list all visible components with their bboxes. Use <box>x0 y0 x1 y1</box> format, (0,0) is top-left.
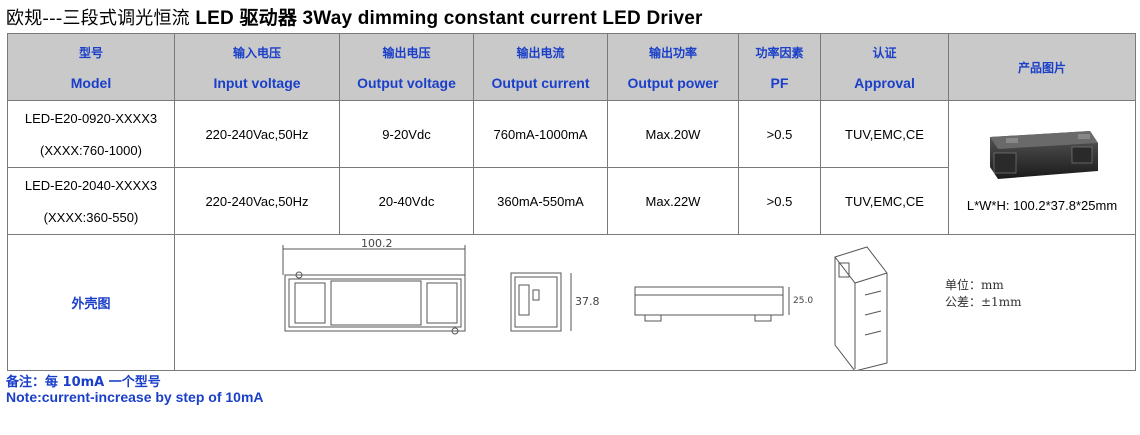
note-en: Note:current-increase by step of 10mA <box>6 389 264 405</box>
cell-input-voltage: 220-240Vac,50Hz <box>174 167 340 235</box>
cell-output-current: 760mA-1000mA <box>473 100 608 168</box>
cell-model: LED-E20-2040-XXXX3(XXXX:360-550) <box>7 167 175 235</box>
width-label: 37.8 <box>575 295 600 308</box>
table-row: LED-E20-2040-XXXX3(XXXX:360-550) 220-240… <box>7 167 1136 235</box>
cell-product-picture: L*W*H: 100.2*37.8*25mm <box>948 100 1136 235</box>
unit-label: 单位：mm <box>945 278 1004 292</box>
cell-output-voltage: 9-20Vdc <box>339 100 474 168</box>
document-title: 欧规---三段式调光恒流 LED 驱动器 3Way dimming consta… <box>6 3 703 30</box>
cell-output-voltage: 20-40Vdc <box>339 167 474 235</box>
tolerance-label: 公差：±1mm <box>945 295 1022 309</box>
length-label: 100.2 <box>361 237 393 250</box>
shell-label-cell: 外壳图 <box>7 234 175 371</box>
cell-output-power: Max.20W <box>607 100 739 168</box>
cell-output-power: Max.22W <box>607 167 739 235</box>
cell-pf: >0.5 <box>738 100 821 168</box>
cell-input-voltage: 220-240Vac,50Hz <box>174 100 340 168</box>
table-row: LED-E20-0920-XXXX3(XXXX:760-1000) 220-24… <box>7 100 1136 235</box>
cell-model: LED-E20-0920-XXXX3(XXXX:760-1000) <box>7 100 175 168</box>
shell-drawing-row: 外壳图 <box>7 234 1136 371</box>
title-zh: 欧规---三段式调光恒流 <box>6 8 190 29</box>
product-dimensions: L*W*H: 100.2*37.8*25mm <box>966 197 1118 213</box>
cell-approval: TUV,EMC,CE <box>820 100 949 168</box>
height-label: 25.0 <box>793 296 813 306</box>
product-photo-icon <box>990 130 1098 179</box>
unit-info: 单位：mm 公差：±1mm <box>945 277 1021 311</box>
note-zh: 备注：每 10mA 一个型号 <box>6 375 161 390</box>
cell-pf: >0.5 <box>738 167 821 235</box>
shell-drawing: 100.2 37.8 25.0 <box>282 237 888 370</box>
title-en: LED 驱动器 3Way dimming constant current LE… <box>189 8 703 29</box>
cell-approval: TUV,EMC,CE <box>820 167 949 235</box>
header-picture: 产品图片 <box>948 33 1136 101</box>
cell-output-current: 360mA-550mA <box>473 167 608 235</box>
shell-drawing-cell: 100.2 37.8 25.0 单位：mm 公差：±1mm <box>174 234 1136 371</box>
